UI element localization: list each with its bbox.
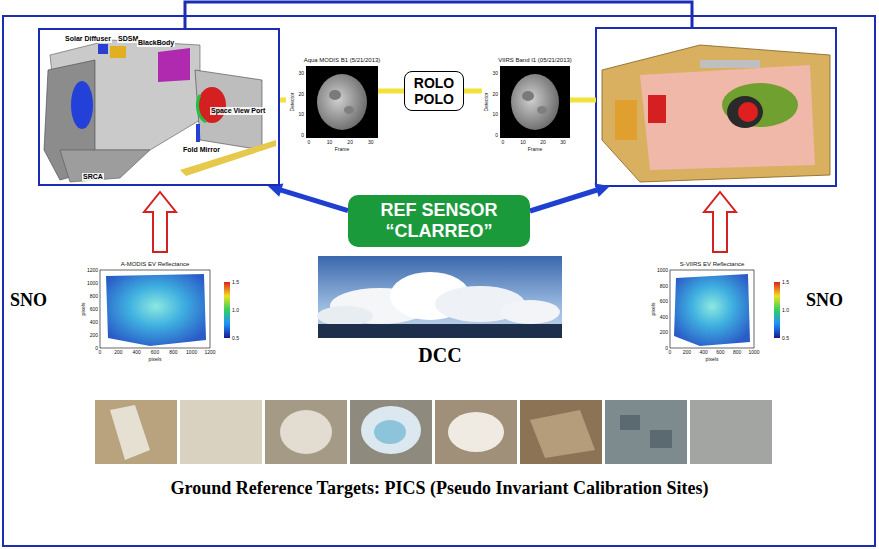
part-label: Space View Port — [210, 107, 266, 115]
box-text: REF SENSOR “CLARREO” — [358, 200, 520, 241]
plot-label: 1200 — [204, 350, 215, 355]
plot-label: 1200 — [87, 268, 98, 273]
plot-label: pixels — [81, 303, 86, 316]
plot-label: 1000 — [748, 350, 759, 355]
plot-label: 0 — [308, 140, 311, 145]
connector-arrow — [268, 183, 348, 210]
plot-label: 800 — [90, 294, 98, 299]
part-label: Fold Mirror — [182, 146, 221, 154]
plot-label: 800 — [169, 350, 177, 355]
plot-label: 30 — [298, 71, 304, 76]
plot-label: 1000 — [186, 350, 197, 355]
plot-label: 0.5 — [782, 336, 789, 341]
plot-label: 10 — [492, 112, 498, 117]
plot-label: 0 — [301, 133, 304, 138]
plot-label: 600 — [660, 299, 668, 304]
plot-label: 0.5 — [232, 336, 239, 341]
plot-label: 800 — [660, 283, 668, 288]
process-box: ROLO POLO — [404, 71, 464, 111]
part-label: SDSM — [117, 35, 139, 43]
plot-label: 400 — [132, 350, 140, 355]
plot-label: VIIRS Band I1 (05/21/2013) — [498, 57, 572, 63]
plot-label: Detector — [290, 93, 295, 112]
plot-label: 1.5 — [782, 280, 789, 285]
caption: Ground Reference Targets: PICS (Pseudo I… — [0, 478, 879, 499]
plot-label: 20 — [540, 140, 546, 145]
plot-label: 0 — [665, 346, 668, 351]
plot-label: 10 — [327, 140, 333, 145]
plot-label: Frame — [528, 147, 542, 152]
plot-label: 200 — [114, 350, 122, 355]
reference-box: REF SENSOR “CLARREO” — [348, 195, 530, 246]
plot-label: 20 — [492, 91, 498, 96]
plot-label: 1000 — [87, 281, 98, 286]
section-label: SNO — [806, 290, 843, 311]
plot-label: pixels — [706, 357, 719, 362]
plot-label: 10 — [520, 140, 526, 145]
plot-label: Detector — [484, 93, 489, 112]
part-label: Solar Diffuser — [64, 35, 112, 43]
plot-label: 600 — [151, 350, 159, 355]
plot-label: 1.5 — [232, 280, 239, 285]
plot-label: 600 — [90, 307, 98, 312]
plot-label: 1.0 — [782, 308, 789, 313]
plot-label: 0 — [502, 140, 505, 145]
plot-label: 30 — [368, 140, 374, 145]
plot-label: 400 — [660, 314, 668, 319]
plot-label: 800 — [733, 350, 741, 355]
plot-label: pixels — [651, 303, 656, 316]
plot-label: 20 — [347, 140, 353, 145]
plot-label: 400 — [699, 350, 707, 355]
plot-label: A-MODIS EV Reflectance — [121, 261, 190, 267]
plot-label: Frame — [335, 147, 349, 152]
plot-label: 0 — [95, 346, 98, 351]
part-label: BlackBody — [137, 39, 175, 47]
plot-label: 1.0 — [232, 308, 239, 313]
plot-label: Aqua MODIS B1 (5/21/2013) — [304, 57, 381, 63]
plot-label: 30 — [492, 71, 498, 76]
plot-label: pixels — [149, 357, 162, 362]
plot-label: 200 — [660, 330, 668, 335]
instrument-panel: Solar Diffuser SDSMBlackBodySpace View Po… — [38, 28, 280, 186]
plot-label: 1000 — [657, 268, 668, 273]
plot-label: 400 — [90, 320, 98, 325]
box-text: ROLO POLO — [408, 75, 460, 107]
section-label: SNO — [10, 290, 47, 311]
part-label: SRCA — [82, 173, 104, 181]
plot-label: 0 — [99, 350, 102, 355]
section-label: DCC — [418, 344, 461, 367]
plot-label: 0 — [669, 350, 672, 355]
plot-label: 600 — [716, 350, 724, 355]
plot-label: 20 — [298, 91, 304, 96]
plot-label: 10 — [298, 112, 304, 117]
plot-label: S-VIIRS EV Reflectance — [680, 261, 745, 267]
plot-label: 200 — [90, 333, 98, 338]
plot-label: 200 — [683, 350, 691, 355]
plot-label: 0 — [495, 133, 498, 138]
plot-label: 30 — [560, 140, 566, 145]
